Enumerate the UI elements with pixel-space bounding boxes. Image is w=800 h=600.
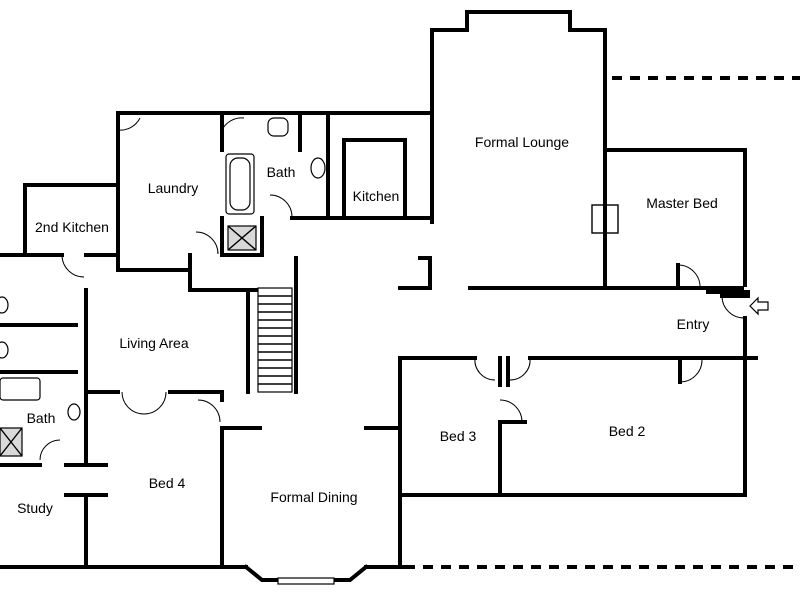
bath-door-swing — [269, 194, 293, 218]
bed3-inner-door-swing — [499, 399, 523, 423]
room-label-laundry: Laundry — [148, 180, 199, 196]
master-bed-door-swing — [677, 264, 701, 289]
laundry-door-swing-1 — [117, 117, 141, 131]
bed2-door-swing — [509, 357, 531, 381]
room-label-study: Study — [17, 500, 53, 516]
room-label-master-bed: Master Bed — [646, 195, 718, 211]
basin-upper — [310, 157, 326, 179]
dining-left-wall — [220, 426, 262, 567]
bathtub-lower — [0, 377, 41, 401]
bed4-door-swing-2 — [143, 391, 167, 415]
bed3-door-swing — [474, 357, 496, 381]
staircase — [257, 287, 293, 393]
room-label-entry: Entry — [677, 316, 710, 332]
room-label-bath-upper: Bath — [267, 164, 296, 180]
room-label-formal-dining: Formal Dining — [270, 489, 357, 505]
second-kitchen-top — [23, 183, 120, 257]
bed2-entry-door-swing — [679, 359, 703, 383]
bay-window — [243, 564, 369, 585]
left-fixture-1 — [0, 296, 9, 314]
room-label-bed-2: Bed 2 — [609, 423, 646, 439]
room-label-bed-4: Bed 4 — [149, 475, 186, 491]
left-fixture-2 — [0, 341, 9, 359]
central-partition — [398, 256, 432, 290]
bed4-door-swing-3 — [197, 399, 221, 423]
room-label-kitchen: Kitchen — [353, 188, 400, 204]
laundry-door-swing-2 — [221, 117, 245, 131]
lounge-bay-wall — [430, 10, 607, 287]
toilet-upper — [267, 117, 289, 137]
room-label-living-area: Living Area — [119, 335, 188, 351]
shower-lower-x2 — [0, 427, 23, 457]
room-label-bath-lower: Bath — [27, 410, 56, 426]
room-label-second-kitchen: 2nd Kitchen — [35, 219, 109, 235]
fireplace — [591, 204, 619, 234]
shower-upper-x2 — [227, 225, 257, 251]
bed4-door-swing-1 — [121, 391, 145, 415]
entry-arrow-icon — [749, 296, 769, 316]
laundry-door-swing-3 — [195, 231, 219, 255]
second-kitchen-door-swing — [61, 254, 85, 278]
master-bed-walls — [606, 148, 747, 287]
entry-door-swing — [721, 295, 745, 319]
room-label-bed-3: Bed 3 — [440, 428, 477, 444]
bathtub-inner — [229, 157, 251, 211]
laundry-bottom-right — [188, 253, 264, 292]
room-label-formal-lounge: Formal Lounge — [475, 134, 569, 150]
kitchen-bench — [342, 138, 407, 220]
bath-lower-door-swing — [39, 439, 61, 461]
basin-lower — [67, 403, 81, 421]
